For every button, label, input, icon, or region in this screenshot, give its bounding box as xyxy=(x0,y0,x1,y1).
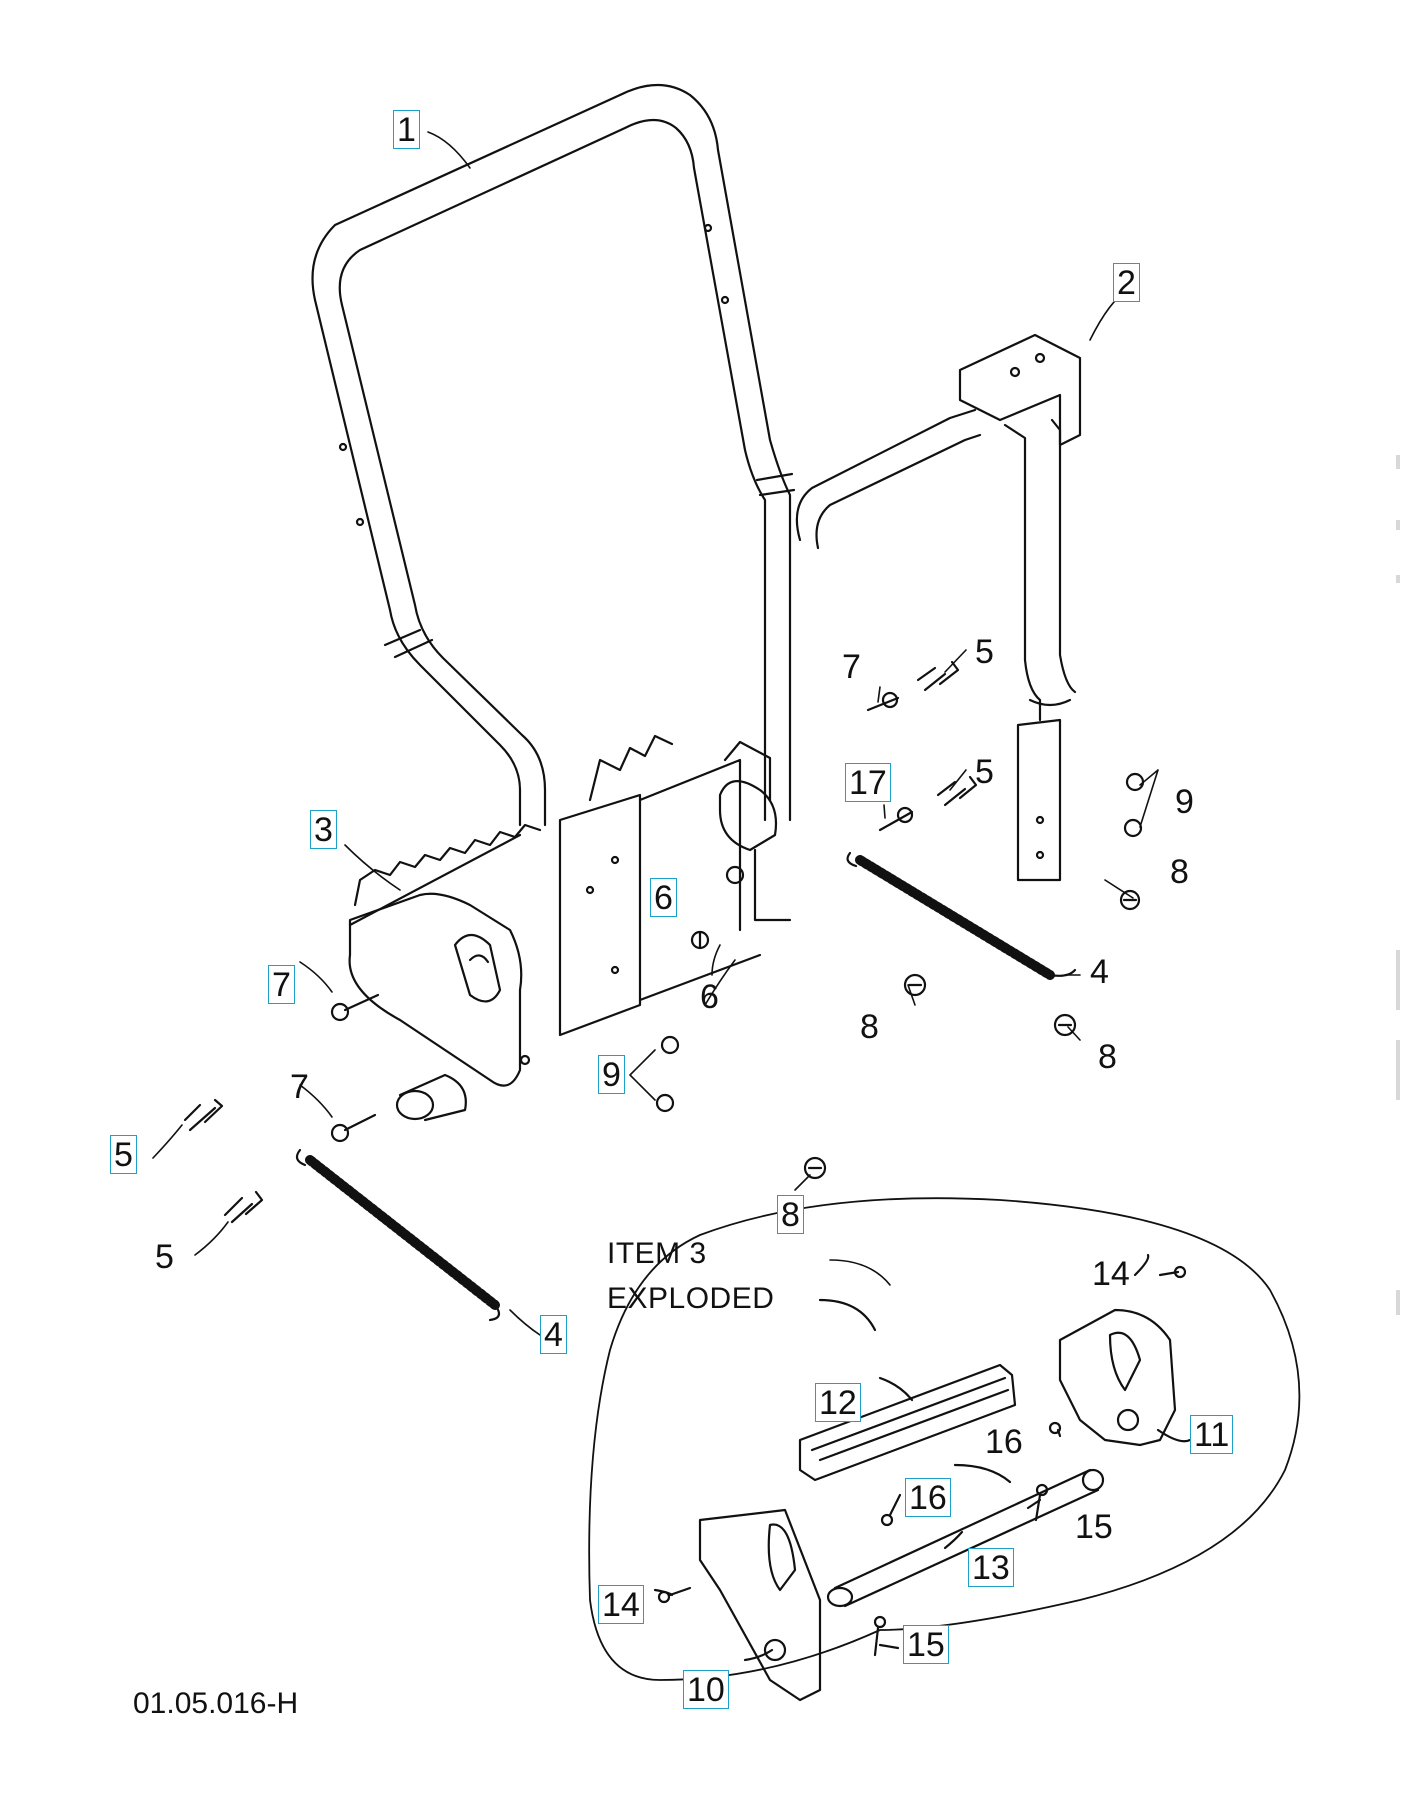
drawing-code: 01.05.016-H xyxy=(133,1687,299,1720)
callout-17: 17 xyxy=(845,763,891,802)
edge-mark xyxy=(1396,520,1400,530)
callout-8: 8 xyxy=(860,1008,879,1046)
bolt-5d xyxy=(936,775,978,807)
callout-5: 5 xyxy=(975,753,994,791)
exploded-caption-line-2: EXPLODED xyxy=(607,1282,775,1315)
callout-5: 5 xyxy=(155,1238,174,1276)
edge-mark xyxy=(1396,950,1400,1010)
callout-7: 7 xyxy=(290,1068,309,1106)
callout-14: 14 xyxy=(598,1585,644,1624)
callout-9: 9 xyxy=(598,1055,625,1094)
leader-lines xyxy=(152,131,1159,1336)
callout-11: 11 xyxy=(1190,1415,1234,1454)
callout-8: 8 xyxy=(1170,853,1189,891)
callout-15: 15 xyxy=(1075,1508,1113,1546)
nut-8b xyxy=(1053,1013,1077,1037)
callout-1: 1 xyxy=(393,110,420,149)
callout-3: 3 xyxy=(310,810,337,849)
exploded-step-plate-12 xyxy=(798,1363,1017,1482)
nut-9a xyxy=(655,1035,680,1113)
pin-7c xyxy=(866,691,900,712)
callout-4: 4 xyxy=(540,1315,567,1354)
handlebar-frame xyxy=(311,84,796,827)
edge-mark xyxy=(1396,1040,1400,1100)
nut-6a xyxy=(690,930,710,950)
edge-mark xyxy=(1396,455,1400,469)
footrest-assembly xyxy=(348,734,792,1087)
bolt-5c xyxy=(916,660,960,692)
spring-right xyxy=(846,851,1077,980)
callout-6: 6 xyxy=(650,878,677,917)
exploded-caption-line-1: ITEM 3 xyxy=(607,1237,707,1270)
pivot-tube xyxy=(395,1073,467,1122)
nut-8a xyxy=(903,973,927,997)
callout-9: 9 xyxy=(1175,783,1194,821)
callout-6: 6 xyxy=(700,978,719,1016)
callout-4: 4 xyxy=(1090,953,1109,991)
nut-8d xyxy=(803,1156,827,1180)
callout-5: 5 xyxy=(110,1135,137,1174)
spring-left xyxy=(295,1148,501,1322)
exploded-view-outline xyxy=(588,1197,1301,1681)
callout-12: 12 xyxy=(815,1383,861,1422)
nut-8c xyxy=(1119,889,1141,911)
callout-10: 10 xyxy=(683,1670,729,1709)
edge-mark xyxy=(1396,1290,1400,1315)
bolt-5a xyxy=(183,1098,224,1132)
callout-16: 16 xyxy=(905,1478,951,1517)
pin-7a xyxy=(330,993,380,1022)
callout-8: 8 xyxy=(1098,1038,1117,1076)
exploded-tube-13 xyxy=(826,1468,1105,1608)
edge-mark xyxy=(1396,575,1400,583)
exploded-bracket-10 xyxy=(698,1508,822,1702)
pin-17 xyxy=(878,806,914,832)
callout-16: 16 xyxy=(985,1423,1023,1461)
side-rail xyxy=(795,333,1082,882)
callout-14: 14 xyxy=(1092,1255,1130,1293)
callout-15: 15 xyxy=(903,1625,949,1664)
nut-6b xyxy=(725,865,745,885)
pin-7b xyxy=(330,1113,377,1143)
callout-13: 13 xyxy=(968,1548,1014,1587)
callout-7: 7 xyxy=(842,648,861,686)
callout-5: 5 xyxy=(975,633,994,671)
exploded-small-parts xyxy=(653,1253,1192,1662)
callout-7: 7 xyxy=(268,965,295,1004)
callout-8: 8 xyxy=(777,1195,804,1234)
callout-2: 2 xyxy=(1113,263,1140,302)
bolt-5b xyxy=(223,1190,264,1224)
exploded-bracket-11 xyxy=(1058,1308,1177,1447)
